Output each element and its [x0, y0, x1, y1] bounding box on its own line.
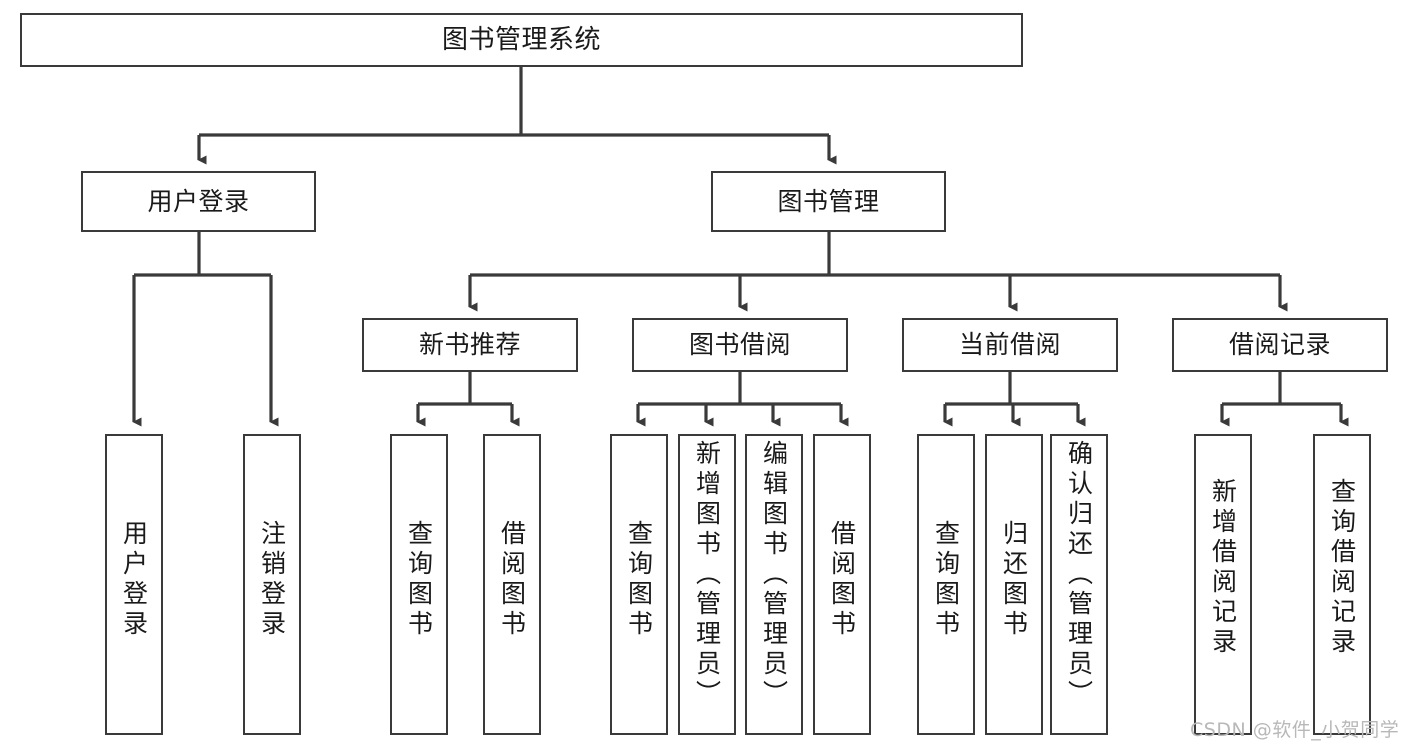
node-label: 查询图书: [931, 520, 961, 640]
node-leaf-borrow-book-2[interactable]: 借阅图书: [813, 434, 871, 735]
node-borrow-record[interactable]: 借阅记录: [1172, 318, 1388, 372]
node-label: 借阅图书: [497, 520, 527, 640]
node-label: 借阅记录: [1228, 330, 1331, 360]
node-label: 新增借阅记录: [1208, 478, 1238, 658]
node-label: 新增图书（管理员）: [692, 440, 722, 710]
node-leaf-return-book[interactable]: 归还图书: [985, 434, 1043, 735]
node-current-borrow[interactable]: 当前借阅: [902, 318, 1118, 372]
node-leaf-logout-login[interactable]: 注销登录: [243, 434, 301, 735]
node-book-borrow[interactable]: 图书借阅: [632, 318, 848, 372]
node-leaf-add-record[interactable]: 新增借阅记录: [1194, 434, 1252, 735]
node-leaf-user-login[interactable]: 用户登录: [105, 434, 163, 735]
node-user-login[interactable]: 用户登录: [81, 171, 316, 232]
node-label: 归还图书: [999, 520, 1029, 640]
node-leaf-edit-book[interactable]: 编辑图书（管理员）: [745, 434, 803, 735]
node-leaf-borrow-book-1[interactable]: 借阅图书: [483, 434, 541, 735]
node-leaf-confirm-return[interactable]: 确认归还（管理员）: [1050, 434, 1108, 735]
node-label: 图书管理: [777, 186, 880, 216]
node-root-system[interactable]: 图书管理系统: [20, 13, 1023, 67]
node-book-management[interactable]: 图书管理: [711, 171, 946, 232]
node-label: 查询图书: [404, 520, 434, 640]
node-leaf-query-book-3[interactable]: 查询图书: [917, 434, 975, 735]
node-label: 当前借阅: [958, 330, 1061, 360]
node-label: 图书管理系统: [441, 24, 601, 55]
csdn-watermark: CSDN @软件_小贺同学: [1190, 719, 1400, 741]
node-label: 注销登录: [257, 520, 287, 640]
node-leaf-query-book-1[interactable]: 查询图书: [390, 434, 448, 735]
node-label: 确认归还（管理员）: [1064, 440, 1094, 710]
node-label: 查询图书: [624, 520, 654, 640]
node-label: 图书借阅: [688, 330, 791, 360]
node-leaf-add-book[interactable]: 新增图书（管理员）: [678, 434, 736, 735]
node-label: 用户登录: [147, 186, 250, 216]
node-leaf-query-book-2[interactable]: 查询图书: [610, 434, 668, 735]
node-label: 新书推荐: [418, 330, 521, 360]
node-leaf-query-record[interactable]: 查询借阅记录: [1313, 434, 1371, 735]
node-label: 查询借阅记录: [1327, 478, 1357, 658]
node-label: 编辑图书（管理员）: [759, 440, 789, 710]
node-label: 借阅图书: [827, 520, 857, 640]
node-new-book-recommend[interactable]: 新书推荐: [362, 318, 578, 372]
node-label: 用户登录: [119, 520, 149, 640]
